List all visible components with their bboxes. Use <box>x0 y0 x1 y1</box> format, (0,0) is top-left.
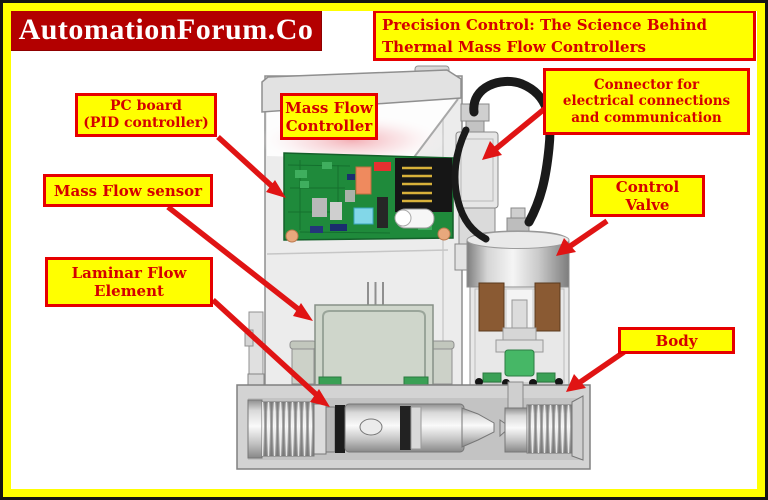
label-laminar-flow-element: Laminar Flow Element <box>45 257 213 307</box>
valve-coil-left <box>478 282 505 332</box>
valve-seat <box>504 349 535 377</box>
page-title: Precision Control: The Science Behind Th… <box>373 10 756 61</box>
arrow-to-connector-icon <box>482 103 550 160</box>
arrow-to-sensor-icon <box>166 204 313 321</box>
inlet-fitting <box>247 399 345 459</box>
sensor-tubes <box>367 282 384 306</box>
body-block <box>236 373 591 470</box>
pcb-board <box>283 152 454 243</box>
arrow-to-laminar-flow-icon <box>211 297 330 407</box>
label-mass-flow-controller: Mass Flow Controller <box>280 93 378 140</box>
site-logo: AutomationForum.Co <box>10 8 322 51</box>
laminar-flow-element-part <box>344 403 511 453</box>
label-mass-flow-sensor: Mass Flow sensor <box>43 174 213 207</box>
pointer-arrows <box>166 103 626 407</box>
label-pc-board: PC board (PID controller) <box>75 93 217 137</box>
label-connector: Connector for electrical connections and… <box>543 68 750 135</box>
outlet-fitting <box>504 395 584 461</box>
arrow-to-valve-icon <box>556 218 609 256</box>
label-body: Body <box>618 327 735 354</box>
label-control-valve: Control Valve <box>590 175 705 217</box>
valve-coil-right <box>534 282 561 332</box>
arrow-to-pc-board-icon <box>216 134 286 198</box>
arrow-to-body-icon <box>566 349 626 392</box>
flow-sensor-block <box>289 304 455 387</box>
